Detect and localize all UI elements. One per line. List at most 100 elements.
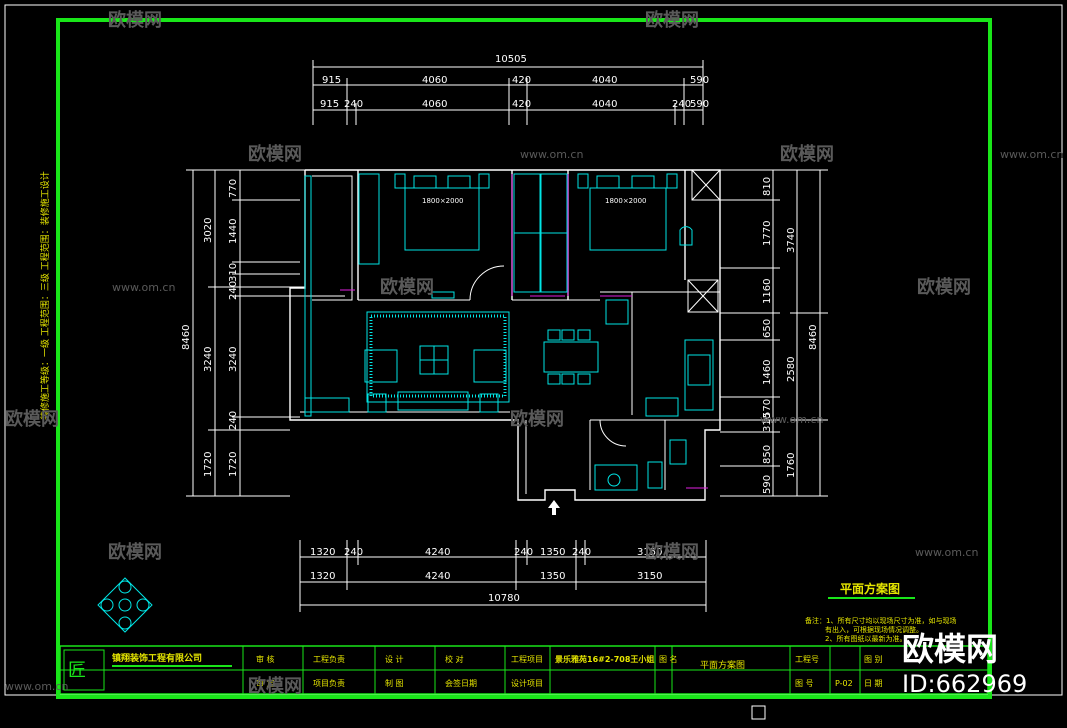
watermark-brand: 欧模网 xyxy=(248,675,302,697)
title-block: 匠 镇翔装饰工程有限公司 审 核 工程负责 设 计 校 对 工程项目 图 名 工… xyxy=(59,645,989,695)
watermark-url: www.om.cn xyxy=(520,148,583,161)
bottom-dimensions: 1320 240 4240 240 1350 240 3150 1320 424… xyxy=(299,540,707,612)
bed-2-size: 1800×2000 xyxy=(605,197,647,205)
dim-ro-0: 3740 xyxy=(786,228,797,253)
sheet-name: 平面方案图 xyxy=(700,659,745,671)
tb-r1-7: 图 别 xyxy=(864,655,883,664)
watermark-url: www.om.cn xyxy=(5,680,68,693)
dim-lo-2: 1720 xyxy=(203,452,214,477)
dim-li-1: 1440 xyxy=(228,219,239,244)
dim-t1-2: 420 xyxy=(512,75,531,86)
note-line-2: 有出入，可根据现场情况调整。 xyxy=(825,625,923,634)
watermark-url: www.om.cn xyxy=(915,546,978,559)
dim-top-total: 10505 xyxy=(495,54,527,65)
sheet-number: P-02 xyxy=(835,679,853,688)
dim-t2-4: 4040 xyxy=(592,99,617,110)
dim-t1-3: 4040 xyxy=(592,75,617,86)
watermark-brand: 欧模网 xyxy=(645,541,699,563)
armchair-left xyxy=(364,349,398,383)
dim-ro-1: 2580 xyxy=(786,357,797,382)
watermark-url: www.om.cn xyxy=(112,281,175,294)
dim-t2-2: 4060 xyxy=(422,99,447,110)
note-line-1: 备注：1、所有尺寸均以现场尺寸为准，如与现场 xyxy=(805,616,956,625)
watermark-brand: 欧模网 xyxy=(5,408,59,430)
dim-ri-8: 590 xyxy=(762,475,773,494)
tb-r1-4: 工程项目 xyxy=(511,655,543,664)
dim-ri-5: 570 xyxy=(762,399,773,418)
shaft xyxy=(691,169,721,201)
dim-ri-3: 650 xyxy=(762,319,773,338)
entrance-arrow-icon xyxy=(548,500,560,515)
tb-r1-6: 工程号 xyxy=(795,655,819,664)
stove xyxy=(645,397,679,417)
top-dimensions: 10505 915 4060 420 4040 590 915 240 4060… xyxy=(312,54,709,125)
watermark-logo: 欧模网 xyxy=(902,630,998,668)
drawing-title: 平面方案图 xyxy=(840,581,900,596)
tb-r2-2: 制 图 xyxy=(385,678,404,688)
dim-left-total: 8460 xyxy=(181,325,192,350)
watermarks: 欧模网 欧模网 欧模网 欧模网 欧模网 欧模网 欧模网 欧模网 欧模网 欧模网 … xyxy=(5,9,1063,697)
tb-r2-5: 图 号 xyxy=(795,679,814,688)
small-square-icon xyxy=(751,705,766,720)
dim-ri-7: 850 xyxy=(762,445,773,464)
dim-t2-3: 420 xyxy=(512,99,531,110)
dim-ri-6: 310 xyxy=(762,413,773,432)
tb-r1-1: 工程负责 xyxy=(313,654,345,664)
note-line-3: 2、所有图纸以最新为准。 xyxy=(825,634,906,643)
dim-right-total: 8460 xyxy=(808,325,819,350)
tb-r1-3: 校 对 xyxy=(445,654,464,664)
fridge xyxy=(605,299,629,325)
watermark-brand: 欧模网 xyxy=(917,276,971,298)
bed-1 xyxy=(404,187,480,251)
dim-b2-1: 4240 xyxy=(425,571,450,582)
dim-ri-4: 1460 xyxy=(762,360,773,385)
dim-b1-2: 4240 xyxy=(425,547,450,558)
dim-b2-0: 1320 xyxy=(310,571,335,582)
dining-table xyxy=(543,341,599,373)
tb-r2-4: 设计项目 xyxy=(511,678,543,688)
dim-li-6: 1720 xyxy=(228,452,239,477)
dim-li-3: 240 xyxy=(228,281,239,300)
watermark-brand: 欧模网 xyxy=(108,541,162,563)
watermark-brand: 欧模网 xyxy=(380,276,434,298)
exterior-wall xyxy=(289,169,721,501)
dim-li-2: 310 xyxy=(228,263,239,282)
dim-li-5: 240 xyxy=(228,411,239,430)
dim-t2-0: 915 xyxy=(320,99,339,110)
tb-r1-0: 审 核 xyxy=(256,654,275,664)
dim-b1-5: 240 xyxy=(572,547,591,558)
armchair-right xyxy=(473,349,507,383)
compass-icon xyxy=(97,577,153,633)
watermark-url: www.om.cn xyxy=(760,413,823,426)
watermark-brand: 欧模网 xyxy=(645,9,699,31)
dim-t2-6: 590 xyxy=(690,99,709,110)
dim-ro-2: 1760 xyxy=(786,453,797,478)
watermark-id: ID:662969 xyxy=(902,670,1027,698)
tb-r1-2: 设 计 xyxy=(385,654,404,664)
watermark-brand: 欧模网 xyxy=(108,9,162,31)
dim-b1-4: 1350 xyxy=(540,547,565,558)
tb-r2-0: 审 定 xyxy=(256,678,275,688)
dim-b2-3: 3150 xyxy=(637,571,662,582)
dim-bottom-total: 10780 xyxy=(488,593,520,604)
bed-2 xyxy=(589,187,667,251)
watermark-brand: 欧模网 xyxy=(780,143,834,165)
tb-r2-3: 会签日期 xyxy=(445,678,477,688)
dim-b1-0: 1320 xyxy=(310,547,335,558)
rug xyxy=(366,311,510,403)
dim-t1-4: 590 xyxy=(690,75,709,86)
watermark-brand: 欧模网 xyxy=(510,408,564,430)
dim-b2-2: 1350 xyxy=(540,571,565,582)
toilet xyxy=(647,461,663,489)
dim-t1-0: 915 xyxy=(322,75,341,86)
drawing-border xyxy=(56,18,992,699)
tb-r1-5: 图 名 xyxy=(659,654,678,664)
right-dimensions: 810 1770 1160 650 1460 570 310 850 590 3… xyxy=(720,169,828,497)
kitchen-counter xyxy=(684,339,714,411)
watermark-url: www.om.cn xyxy=(1000,148,1063,161)
tv-cabinet xyxy=(397,391,469,411)
shower xyxy=(594,464,638,491)
company-name: 镇翔装饰工程有限公司 xyxy=(112,652,202,664)
dim-t1-1: 4060 xyxy=(422,75,447,86)
